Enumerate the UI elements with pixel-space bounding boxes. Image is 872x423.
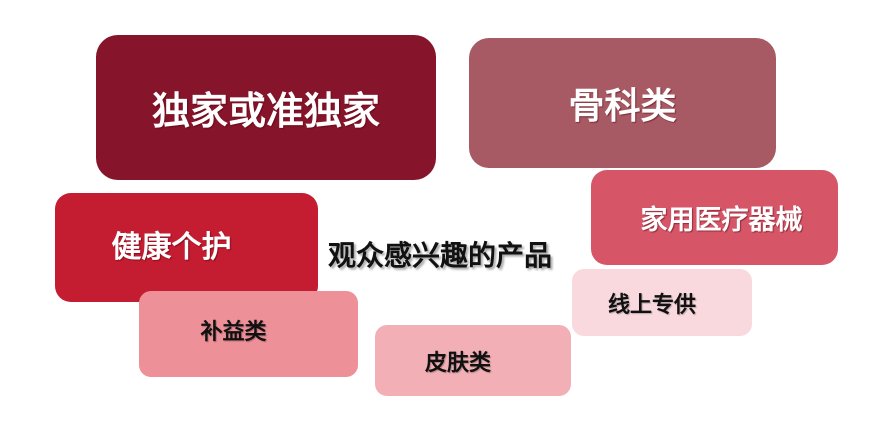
category-box-online-exclusive: 线上专供 [572,269,752,336]
category-box-exclusive: 独家或准独家 [96,35,436,180]
category-label: 健康个护 [111,229,232,265]
category-label: 骨科类 [568,86,677,127]
category-label: 线上专供 [607,292,696,318]
category-box-skin: 皮肤类 [375,325,571,396]
category-box-health-personal-care: 健康个护 [55,193,318,302]
category-label: 补益类 [200,320,267,345]
category-label: 家用医疗器械 [640,205,803,236]
category-box-tonic: 补益类 [139,291,358,377]
category-box-home-medical-devices: 家用医疗器械 [591,170,838,265]
category-box-orthopedics: 骨科类 [469,38,776,168]
center-title: 观众感兴趣的产品 [328,239,553,272]
category-label: 皮肤类 [424,350,491,376]
category-label: 独家或准独家 [151,89,380,133]
